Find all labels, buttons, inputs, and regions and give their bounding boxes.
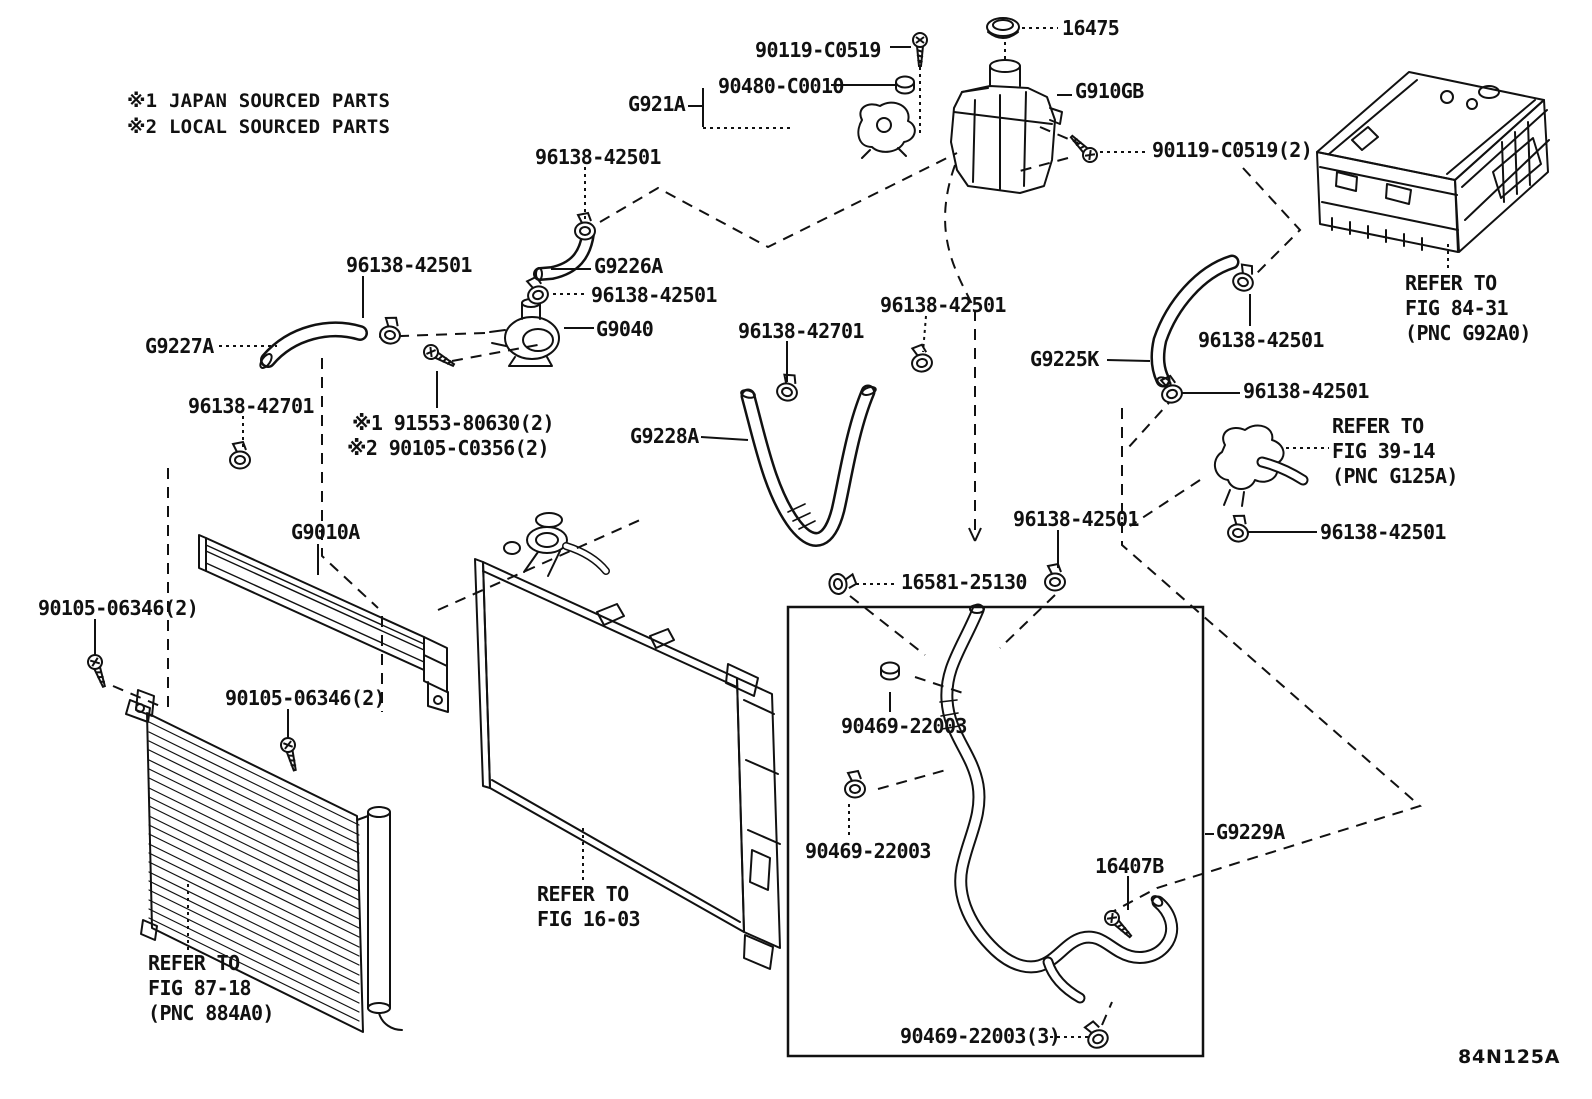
part-label[interactable]: 16407B xyxy=(1095,854,1164,878)
figure-ref: REFER TO FIG 84-31 (PNC G92A0) xyxy=(1405,271,1531,346)
heater-unit-drawing xyxy=(1213,424,1309,507)
figure-code: 84N125A xyxy=(1458,1046,1561,1068)
figure-ref-line: (PNC G92A0) xyxy=(1405,321,1531,345)
part-label[interactable]: 90105-06346(2) xyxy=(225,686,386,710)
part-label[interactable]: 16475 xyxy=(1062,16,1120,40)
figure-ref-line: REFER TO xyxy=(537,882,629,906)
assembly-dashed-lines xyxy=(112,126,1423,1026)
note-japan-sourced: ※1 JAPAN SOURCED PARTS xyxy=(127,90,391,112)
part-label[interactable]: G9225K xyxy=(1030,347,1099,371)
hose-g9229a-drawing xyxy=(939,603,1179,1004)
part-label[interactable]: 90480-C0010 xyxy=(718,74,844,98)
part-label[interactable]: G9227A xyxy=(145,334,214,358)
part-label[interactable]: ※2 90105-C0356(2) xyxy=(347,436,550,460)
part-label[interactable]: ※1 91553-80630(2) xyxy=(352,411,555,435)
part-label[interactable]: 96138-42501 xyxy=(1243,379,1369,403)
hose-g9225k-drawing xyxy=(1150,254,1240,388)
part-label[interactable]: 96138-42501 xyxy=(346,253,472,277)
figure-ref-line: (PNC 884A0) xyxy=(148,1001,274,1025)
part-label[interactable]: 96138-42701 xyxy=(738,319,864,343)
figure-ref-line: FIG 39-14 xyxy=(1332,439,1436,463)
part-label[interactable]: 96138-42501 xyxy=(591,283,717,307)
hose-g9227a-drawing xyxy=(259,321,368,369)
part-label[interactable]: 96138-42501 xyxy=(1198,328,1324,352)
inverter-assembly-drawing xyxy=(1316,71,1550,253)
part-label[interactable]: 90119-C0519(2) xyxy=(1152,138,1313,162)
part-label[interactable]: 96138-42501 xyxy=(1320,520,1446,544)
part-label[interactable]: 90469-22003 xyxy=(805,839,931,863)
figure-ref-line: FIG 87-18 xyxy=(148,976,252,1000)
arrow-marker xyxy=(968,527,982,542)
figure-ref-line: (PNC G125A) xyxy=(1332,464,1458,488)
figure-ref-line: FIG 84-31 xyxy=(1405,296,1509,320)
note-local-sourced: ※2 LOCAL SOURCED PARTS xyxy=(127,116,391,138)
leader-lines-solid xyxy=(94,46,1317,910)
figure-ref-line: REFER TO xyxy=(148,951,240,975)
part-label[interactable]: 96138-42501 xyxy=(880,293,1006,317)
part-label[interactable]: 90469-22003(3) xyxy=(900,1024,1061,1048)
water-pump-drawing xyxy=(489,298,560,367)
hose-detail-box xyxy=(786,605,1205,1058)
radiator-drawing xyxy=(474,512,781,970)
hose-g9226a-drawing xyxy=(533,227,595,281)
part-label[interactable]: G9226A xyxy=(594,254,663,278)
part-label[interactable]: 96138-42501 xyxy=(535,145,661,169)
part-label[interactable]: G9040 xyxy=(596,317,654,341)
figure-ref-line: FIG 16-03 xyxy=(537,907,641,931)
reservoir-tank-drawing xyxy=(950,17,1063,194)
figure-ref-line: REFER TO xyxy=(1332,414,1424,438)
figure-ref: REFER TO FIG 16-03 xyxy=(537,882,641,932)
part-label[interactable]: 16581-25130 xyxy=(901,570,1027,594)
part-label[interactable]: G9229A xyxy=(1216,820,1285,844)
part-label[interactable]: G9228A xyxy=(630,424,699,448)
part-label[interactable]: 90119-C0519 xyxy=(755,38,881,62)
figure-ref: REFER TO FIG 87-18 (PNC 884A0) xyxy=(148,951,274,1026)
part-label[interactable]: 96138-42701 xyxy=(188,394,314,418)
part-label[interactable]: 90469-22003 xyxy=(841,714,967,738)
bracket-g921a-drawing xyxy=(857,101,916,159)
fasteners xyxy=(85,32,1260,1052)
figure-ref: REFER TO FIG 39-14 (PNC G125A) xyxy=(1332,414,1458,489)
figure-ref-line: REFER TO xyxy=(1405,271,1497,295)
part-label[interactable]: G910GB xyxy=(1075,79,1144,103)
hose-g9228a-drawing xyxy=(740,384,877,547)
part-label[interactable]: 96138-42501 xyxy=(1013,507,1139,531)
part-label[interactable]: 90105-06346(2) xyxy=(38,596,199,620)
part-label[interactable]: G9010A xyxy=(291,520,360,544)
part-label[interactable]: G921A xyxy=(628,92,686,116)
condenser-drawing xyxy=(135,689,403,1033)
